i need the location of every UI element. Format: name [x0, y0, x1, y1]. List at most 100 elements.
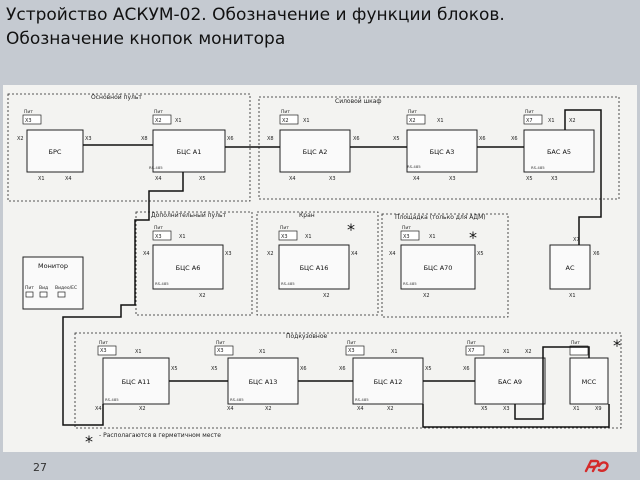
slide-title: Устройство АСКУМ-02. Обозначение и функц…: [6, 5, 505, 49]
port-label: X1: [305, 234, 312, 240]
block-label-a11: БЦС А11: [122, 378, 151, 386]
power-port-label: Пит: [402, 225, 411, 231]
port-label: X5: [393, 136, 400, 142]
block-diagram-scan: Основной пульт Силовой шкаф Дополнительн…: [3, 85, 637, 452]
group-frame-power-cabinet: [258, 96, 620, 200]
group-label-platform: Площадка (только для АДМ): [395, 214, 486, 221]
port-label: X6: [227, 136, 234, 142]
block-box-a5: [523, 129, 595, 173]
block-label-a6: БЦС А6: [176, 264, 201, 272]
port-label: X2: [265, 406, 272, 412]
block-label-a9: БАС А9: [498, 378, 522, 386]
port-label: X2: [199, 293, 206, 299]
connector-power: [465, 345, 485, 356]
monitor-port-label: Пит: [25, 285, 34, 291]
star-mark: *: [613, 336, 621, 355]
rs485-label: RS-485: [403, 281, 417, 286]
port-label: X7: [573, 237, 580, 243]
power-port-label: Пит: [347, 340, 356, 346]
block-box-a11: [102, 357, 170, 405]
port-label: X1: [503, 349, 510, 355]
port-label: X6: [593, 251, 600, 257]
port-label: X6: [300, 366, 307, 372]
port-label: X1: [135, 349, 142, 355]
port-label: X4: [65, 176, 72, 182]
block-box-a3: [406, 129, 478, 173]
monitor-port-label: Видео/ЕС: [55, 285, 77, 291]
power-port-label: Пит: [408, 109, 417, 115]
block-box-a16: [278, 244, 350, 290]
power-port-label: Пит: [216, 340, 225, 346]
monitor-box: [22, 256, 84, 310]
group-frame-platform: [381, 213, 509, 318]
port-label: X6: [339, 366, 346, 372]
port-label: X3: [85, 136, 92, 142]
star-mark: *: [469, 228, 477, 247]
port-label: X3: [100, 348, 107, 354]
power-port-label: Пит: [154, 109, 163, 115]
group-label-power-cabinet: Силовой шкаф: [335, 98, 382, 105]
group-label-main-console: Основной пульт: [91, 94, 142, 101]
group-label-under-frame: Подкузовное: [286, 333, 327, 340]
star-mark: *: [347, 220, 355, 239]
rs485-label: RS-485: [155, 281, 169, 286]
monitor-port-connector: [25, 291, 34, 298]
group-frame-extra-console: [135, 211, 253, 316]
monitor-port-label: Вид: [39, 285, 48, 291]
port-label: X6: [463, 366, 470, 372]
rs485-label: RS-485: [230, 397, 244, 402]
port-label: X3: [217, 348, 224, 354]
rs485-label: RS-485: [531, 165, 545, 170]
port-label: X4: [413, 176, 420, 182]
port-label: X6: [479, 136, 486, 142]
port-label: X3: [155, 234, 162, 240]
port-label: X5: [425, 366, 432, 372]
block-box-a12: [352, 357, 424, 405]
block-box-a70: [400, 244, 476, 290]
port-label: X4: [351, 251, 358, 257]
port-label: X6: [353, 136, 360, 142]
page-number: 27: [33, 461, 47, 474]
port-label: X1: [573, 406, 580, 412]
block-label-a2: БЦС А2: [303, 148, 328, 156]
port-label: X8: [141, 136, 148, 142]
slide-footer: [0, 452, 640, 480]
port-label: X1: [569, 293, 576, 299]
port-label: X3: [503, 406, 510, 412]
connector-power: [523, 114, 543, 125]
block-box-ac: [549, 244, 591, 290]
power-port-label: Пит: [467, 340, 476, 346]
link-a9-mcc: [514, 346, 590, 420]
port-label: X2: [387, 406, 394, 412]
link-a12-mcc: [422, 404, 610, 428]
power-port-label: Пит: [281, 109, 290, 115]
group-label-extra-console: Дополнительный пульт: [151, 212, 226, 219]
group-label-body: Кран: [299, 212, 315, 219]
port-label: X3: [551, 176, 558, 182]
port-label: X2: [17, 136, 24, 142]
port-label: X1: [175, 118, 182, 124]
power-port-label: Пит: [99, 340, 108, 346]
port-label: X1: [179, 234, 186, 240]
block-box-brc: [26, 129, 84, 173]
block-box-a1: [152, 129, 226, 173]
port-label: X5: [526, 176, 533, 182]
block-label-a70: БЦС А70: [424, 264, 453, 272]
port-label: X3: [449, 176, 456, 182]
power-port-label: Пит: [154, 225, 163, 231]
port-label: X5: [171, 366, 178, 372]
port-label: X4: [95, 406, 102, 412]
port-label: X3: [281, 234, 288, 240]
rs485-label: RS-485: [355, 397, 369, 402]
block-label-a3: БЦС А3: [430, 148, 455, 156]
connector-power: [152, 230, 172, 241]
block-box-a9: [474, 357, 546, 405]
port-label: X5: [211, 366, 218, 372]
port-label: X1: [38, 176, 45, 182]
connector-power: [400, 230, 420, 241]
port-label: X4: [143, 251, 150, 257]
connector-power: [22, 114, 42, 125]
group-frame-under-frame: [74, 332, 622, 429]
port-label: X4: [357, 406, 364, 412]
block-box-a13: [227, 357, 299, 405]
